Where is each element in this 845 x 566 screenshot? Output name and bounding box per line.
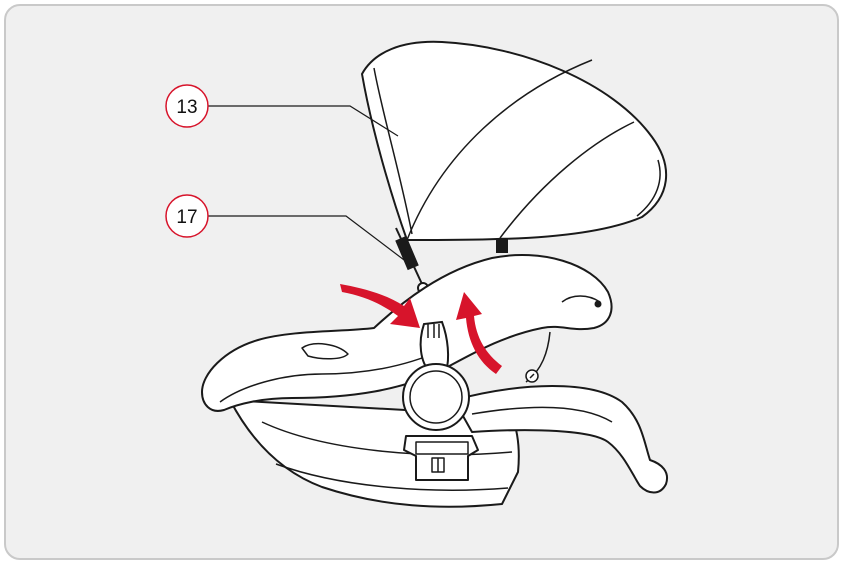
callout-13-label: 13: [176, 97, 197, 118]
car-seat-illustration: 13 17: [6, 6, 839, 560]
illustration-panel: 13 17: [4, 4, 839, 560]
callout-17-label: 17: [176, 207, 197, 228]
base-latch: [404, 436, 478, 480]
callout-17: 17: [166, 195, 208, 237]
callout-13: 13: [166, 85, 208, 127]
canopy: [362, 42, 666, 240]
